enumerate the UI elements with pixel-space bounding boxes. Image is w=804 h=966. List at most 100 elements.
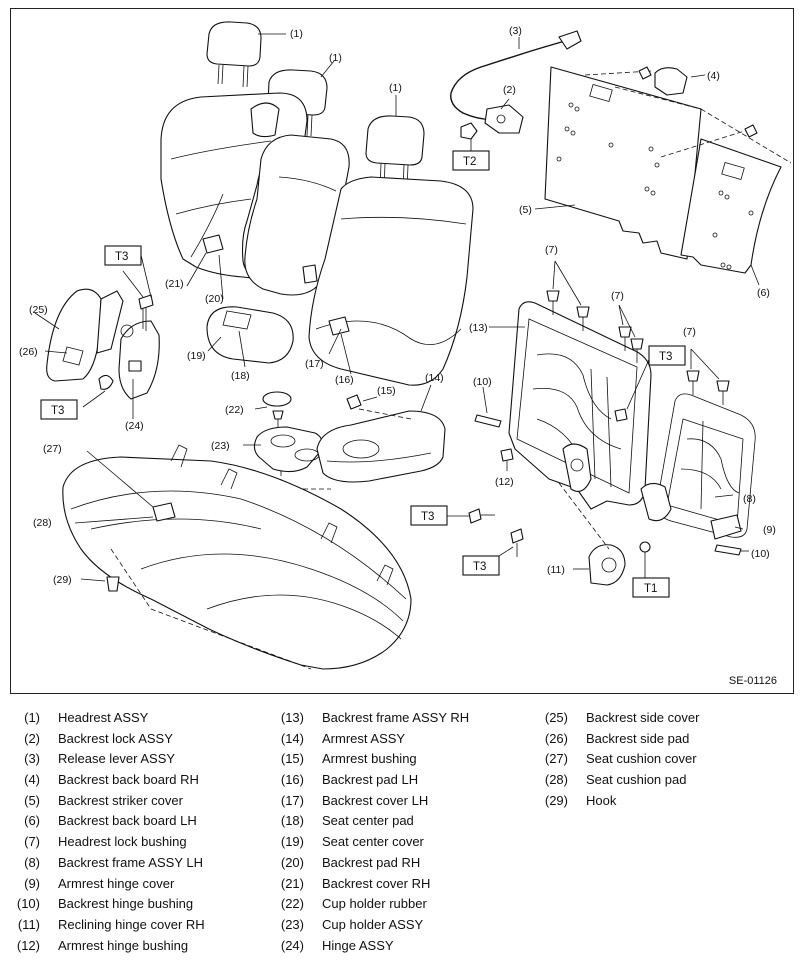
board-clip-lh	[744, 124, 758, 138]
callout-8: (8)	[743, 493, 756, 505]
legend-item: (8)Backrest frame ASSY LH	[0, 855, 205, 876]
legend-item-number: (15)	[280, 751, 304, 767]
legend-item-name: Reclining hinge cover RH	[58, 916, 205, 932]
legend-item: (20)Backrest pad RH	[264, 855, 469, 876]
board-clip-rh	[638, 66, 652, 80]
frame-bolt-t3-upper	[614, 408, 628, 422]
board-holes	[556, 102, 754, 270]
torque-box-t3-mid: T3	[410, 505, 448, 526]
callout-29: (29)	[53, 574, 72, 586]
callout-12: (12)	[495, 476, 514, 488]
legend-item: (22)Cup holder rubber	[264, 896, 469, 917]
legend-item-name: Backrest back board RH	[58, 772, 199, 788]
armrest-assy	[316, 410, 446, 483]
callout-9: (9)	[763, 524, 776, 536]
backrest-lh	[308, 176, 474, 386]
legend-item-name: Backrest hinge bushing	[58, 896, 194, 912]
legend-item-number: (26)	[544, 730, 568, 746]
legend-item-number: (25)	[544, 710, 568, 725]
legend-item-number: (11)	[17, 916, 40, 932]
legend-item: (9) Armrest hinge cover	[0, 876, 205, 897]
armrest-hinge-cover	[710, 514, 742, 540]
legend-item-number: (14)	[280, 730, 304, 746]
legend-item-name: Backrest lock ASSY	[58, 730, 173, 746]
callout-13: (13)	[469, 322, 488, 334]
armrest-bushing	[346, 394, 362, 410]
legend-item-name: Backrest side cover	[586, 710, 700, 725]
callout-23: (23)	[211, 440, 230, 452]
callout-1c: (1)	[389, 82, 402, 94]
backrest-back-board-rh	[544, 66, 702, 260]
hinge-assy	[96, 290, 160, 400]
legend-item-number: (6)	[24, 813, 40, 829]
callout-2: (2)	[503, 84, 516, 96]
legend-item-name: Armrest hinge bushing	[58, 937, 189, 953]
legend-item-number: (9)	[24, 875, 40, 891]
legend-item: (23)Cup holder ASSY	[264, 917, 469, 938]
headrest-lock-bushings	[546, 290, 730, 405]
legend-item-name: Headrest ASSY	[58, 710, 149, 725]
legend-item-number: (27)	[544, 751, 568, 767]
release-lever-cable	[450, 40, 566, 94]
callout-10b: (10)	[751, 548, 770, 560]
legend-item: (11) Reclining hinge cover RH	[0, 917, 205, 938]
legend-item-name: Armrest hinge cover	[58, 875, 175, 891]
legend-item: (16)Backrest pad LH	[264, 772, 469, 793]
legend-item-name: Release lever ASSY	[58, 751, 176, 767]
callout-20: (20)	[205, 293, 224, 305]
legend-item-name: Cup holder ASSY	[322, 916, 424, 932]
legend-item: (21)Backrest cover RH	[264, 876, 469, 897]
legend-item: (1) Headrest ASSY	[0, 710, 205, 731]
legend-item-name: Headrest lock bushing	[58, 834, 187, 850]
legend-item-number: (20)	[280, 854, 304, 870]
legend-item-name: Backrest pad LH	[322, 772, 419, 788]
legend-item-number: (1)	[24, 710, 40, 725]
legend-item-number: (7)	[24, 834, 40, 850]
legend-item: (2)Backrest lock ASSY	[0, 731, 205, 752]
exploded-view-diagram: (1) (1) (1) (3) (2) (4) (5) (6) (7) (7) …	[19, 21, 792, 670]
legend-item: (3)Release lever ASSY	[0, 751, 205, 772]
legend-item: (12)Armrest hinge bushing	[0, 938, 205, 959]
legend-item: (14)Armrest ASSY	[264, 731, 469, 752]
bolt-t3-mid	[468, 508, 495, 524]
callout-16: (16)	[335, 374, 354, 386]
legend-item-name: Seat center cover	[322, 834, 424, 850]
legend-item-name: Backrest frame ASSY LH	[58, 854, 203, 870]
callout-1b: (1)	[329, 52, 342, 64]
legend-item-number: (4)	[24, 772, 40, 788]
legend-item-number: (17)	[280, 792, 304, 808]
legend-item: (26)Backrest side pad	[528, 731, 699, 752]
lock-bolt	[460, 122, 478, 140]
cup-holder-assy	[253, 426, 323, 473]
legend-item: (13) Backrest frame ASSY RH	[264, 710, 469, 731]
legend-item-name: Cup holder rubber	[322, 896, 427, 912]
backrest-rh	[160, 92, 308, 280]
legend-item: (29)Hook	[528, 793, 699, 814]
callout-24: (24)	[125, 420, 144, 432]
callout-19: (19)	[187, 350, 206, 362]
backrest-hinge-bushing-lh	[714, 544, 742, 556]
legend-item-name: Armrest bushing	[322, 751, 417, 767]
callout-10a: (10)	[473, 376, 492, 388]
legend-item-number: (29)	[544, 792, 568, 808]
legend-item-number: (19)	[280, 834, 304, 850]
legend-item: (19) Seat center cover	[264, 834, 469, 855]
legend-item-name: Backrest striker cover	[58, 792, 183, 808]
striker-cover	[654, 67, 688, 96]
diagram-code: SE-01126	[728, 675, 777, 687]
legend-item-number: (13)	[280, 710, 304, 725]
legend-item: (15) Armrest bushing	[264, 751, 469, 772]
callout-7b: (7)	[611, 290, 624, 302]
legend-item-name: Backrest frame ASSY RH	[322, 710, 470, 725]
callout-26: (26)	[19, 346, 38, 358]
seat-center-pad	[206, 306, 294, 364]
legend-item: (10)Backrest hinge bushing	[0, 896, 205, 917]
legend-item-number: (21)	[280, 875, 304, 891]
legend-item: (28)Seat cushion pad	[528, 772, 699, 793]
callout-7c: (7)	[683, 326, 696, 338]
callout-4: (4)	[707, 70, 720, 82]
callout-5: (5)	[519, 204, 532, 216]
callout-3: (3)	[509, 25, 522, 37]
callout-17: (17)	[305, 358, 324, 370]
legend-column-2: (13) Backrest frame ASSY RH (14)Armrest AS…	[264, 710, 469, 958]
